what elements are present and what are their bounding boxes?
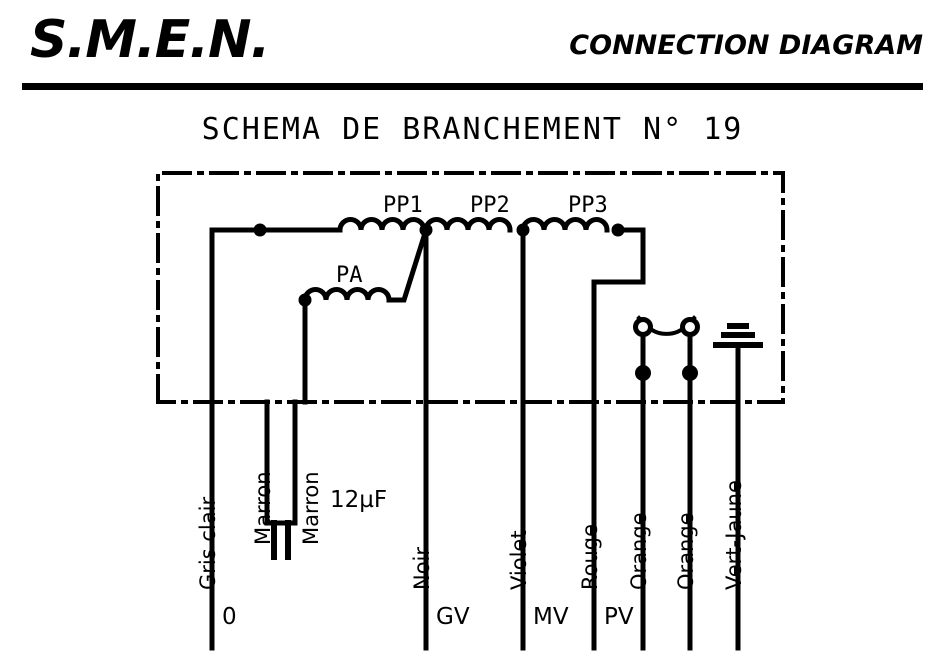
junction-dot <box>635 365 651 381</box>
wire-label-noir: Noir <box>410 546 434 590</box>
coil-pa <box>302 287 392 303</box>
document-kind-title: CONNECTION DIAGRAM <box>569 30 923 61</box>
page-header: S.M.E.N. CONNECTION DIAGRAM <box>0 0 945 92</box>
wire-label-violet: Violet <box>507 530 531 590</box>
brand-logo: S.M.E.N. <box>30 10 270 70</box>
protector-contact-right <box>680 317 700 337</box>
wire-label-rouge: Rouge <box>578 523 602 590</box>
coil-label-pp1: PP1 <box>383 193 423 218</box>
junction-dot <box>253 223 267 237</box>
wire-label-marron-2: Marron <box>299 471 323 545</box>
terminal-label-0: 0 <box>222 604 237 630</box>
coil-label-pp3: PP3 <box>568 193 608 218</box>
coil-pp3 <box>520 217 610 233</box>
terminal-label-gv: GV <box>436 604 470 630</box>
wire-label-orange-1: Orange <box>627 512 651 590</box>
capacitor-value-label: 12µF <box>330 487 388 513</box>
earth-ground-symbol <box>713 323 763 405</box>
lead-wires <box>209 399 741 651</box>
motor-enclosure-outline <box>156 171 785 404</box>
terminal-label-pv: PV <box>604 604 634 630</box>
thermal-protector-symbol <box>633 315 700 405</box>
wire-label-marron-1: Marron <box>251 471 275 545</box>
junction-dot <box>298 293 312 307</box>
wire-pa-to-node <box>386 226 430 303</box>
junction-dot <box>419 223 433 237</box>
junction-dots <box>253 223 698 381</box>
junction-dot <box>516 223 530 237</box>
terminal-label-mv: MV <box>533 604 569 630</box>
wire-pp3-to-rouge <box>591 227 646 405</box>
wire-supply-left <box>209 227 343 405</box>
coil-pp2 <box>423 217 513 233</box>
coil-pp1 <box>337 217 427 233</box>
coil-label-pa: PA <box>336 263 363 288</box>
wire-label-gris-clair: Gris clair <box>196 496 220 590</box>
junction-dot <box>682 365 698 381</box>
capacitor-symbol <box>264 520 298 560</box>
diagram-title: SCHEMA DE BRANCHEMENT N° 19 <box>201 112 744 147</box>
wire-label-orange-2: Orange <box>674 512 698 590</box>
wire-label-vert-jaune: Vert-Jaune <box>722 480 746 590</box>
coil-label-pp2: PP2 <box>470 193 510 218</box>
protector-contact-left <box>633 317 653 337</box>
header-divider <box>22 83 923 90</box>
junction-dot <box>611 223 625 237</box>
